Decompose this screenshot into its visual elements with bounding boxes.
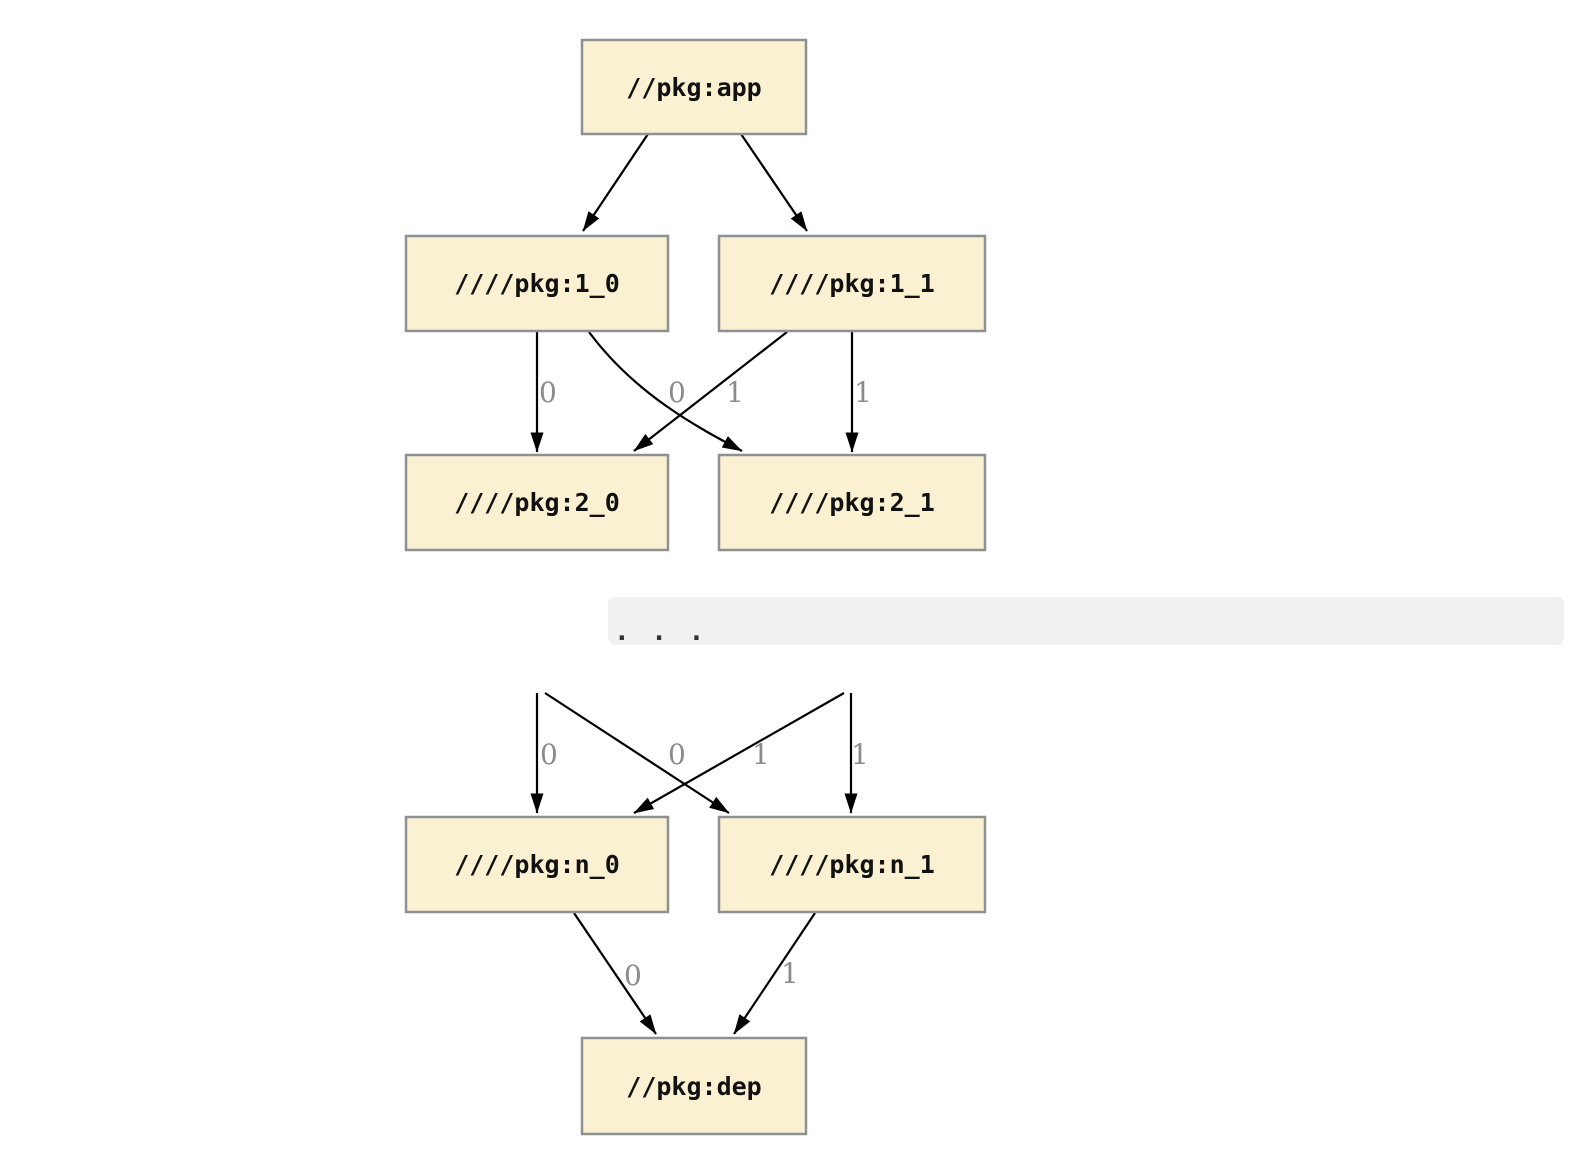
edge-label-n_1-dep: 1 bbox=[781, 957, 799, 990]
node-2_0-box bbox=[404, 453, 670, 552]
node-n_1: ////pkg:n_1 bbox=[717, 815, 987, 914]
edge-label-n_0-direct: 0 bbox=[540, 738, 558, 771]
edge-label-n_1-direct: 1 bbox=[851, 738, 869, 771]
node-1_0-label: ////pkg:1_0 bbox=[454, 269, 620, 298]
edge-1_0-to-2_1 bbox=[588, 331, 743, 452]
node-2_1-label: ////pkg:2_1 bbox=[769, 488, 935, 517]
edge-elided-to-n_0-cross bbox=[633, 692, 845, 814]
node-app: //pkg:app bbox=[580, 38, 808, 136]
node-2_0: ////pkg:2_0 bbox=[404, 453, 670, 552]
node-1_1-box bbox=[717, 234, 987, 333]
node-n_1-label: ////pkg:n_1 bbox=[769, 850, 935, 879]
edge-n_1-to-dep bbox=[733, 912, 816, 1035]
node-1_0-box bbox=[404, 234, 670, 333]
ellipsis-band bbox=[608, 597, 1564, 645]
edge-label-1_1-2_1: 1 bbox=[854, 376, 872, 409]
node-1_1-label: ////pkg:1_1 bbox=[769, 269, 935, 298]
node-1_1: ////pkg:1_1 bbox=[717, 234, 987, 333]
node-n_0: ////pkg:n_0 bbox=[404, 815, 670, 914]
edge-app-to-1_0 bbox=[582, 133, 649, 232]
node-dep-label: //pkg:dep bbox=[626, 1072, 761, 1101]
node-n_0-box bbox=[404, 815, 670, 914]
edge-label-1_0-2_0: 0 bbox=[539, 376, 557, 409]
edge-n_0-to-dep bbox=[573, 912, 657, 1035]
node-app-label: //pkg:app bbox=[626, 73, 761, 102]
edge-app-to-1_1 bbox=[740, 133, 808, 232]
node-2_0-label: ////pkg:2_0 bbox=[454, 488, 620, 517]
edge-label-n_1-cross: 1 bbox=[752, 738, 770, 771]
edge-elided-to-n_1-cross bbox=[544, 692, 730, 814]
edge-label-1_1-2_0: 0 bbox=[668, 376, 686, 409]
node-dep-box bbox=[580, 1036, 808, 1136]
node-2_1-box bbox=[717, 453, 987, 552]
edge-label-n_0-cross: 0 bbox=[668, 738, 686, 771]
node-app-box bbox=[580, 38, 808, 136]
node-dep: //pkg:dep bbox=[580, 1036, 808, 1136]
edge-label-1_0-2_1: 1 bbox=[726, 376, 744, 409]
node-2_1: ////pkg:2_1 bbox=[717, 453, 987, 552]
ellipsis-dots: . . . bbox=[614, 617, 707, 647]
node-1_0: ////pkg:1_0 bbox=[404, 234, 670, 333]
node-n_1-box bbox=[717, 815, 987, 914]
edge-1_1-to-2_0 bbox=[633, 331, 788, 452]
node-n_0-label: ////pkg:n_0 bbox=[454, 850, 620, 879]
edge-label-n_0-dep: 0 bbox=[624, 959, 642, 992]
